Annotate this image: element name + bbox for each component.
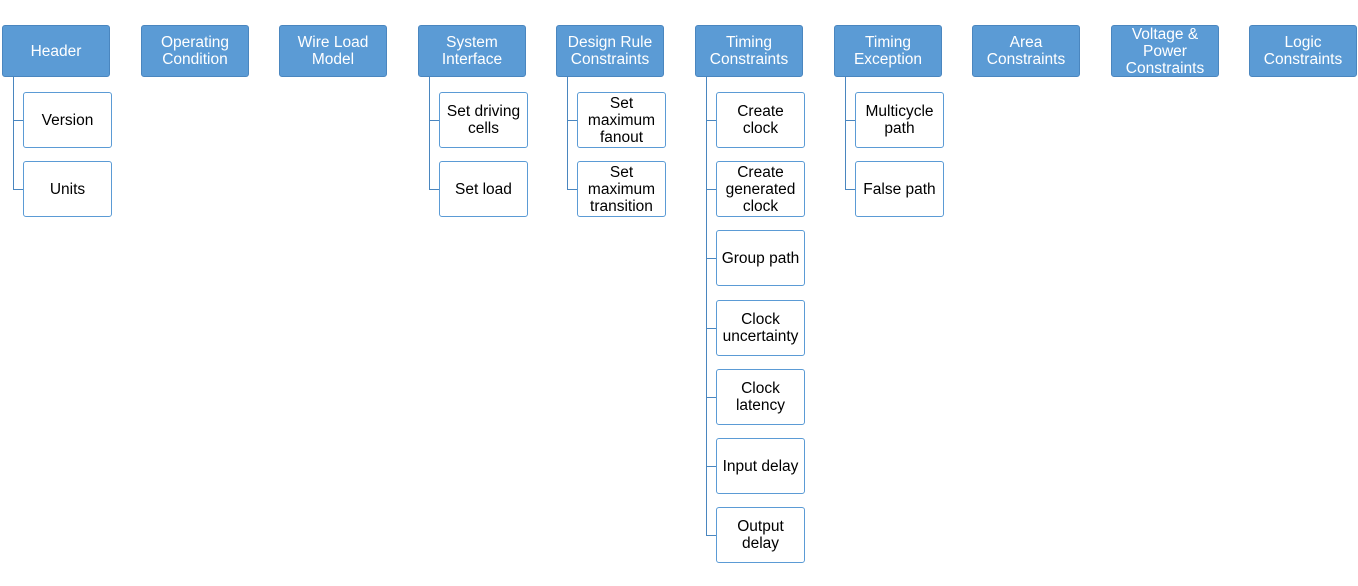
connector-branch [13,120,23,121]
connector-branch [706,397,716,398]
category-operating-condition[interactable]: Operating Condition [141,25,249,77]
connector-branch [429,189,439,190]
connector-line [13,77,14,189]
item-set-maximum-transition[interactable]: Set maximum transition [577,161,666,217]
item-set-load[interactable]: Set load [439,161,528,217]
connector-branch [706,328,716,329]
item-input-delay[interactable]: Input delay [716,438,805,494]
item-clock-uncertainty[interactable]: Clock uncertainty [716,300,805,356]
category-timing-constraints[interactable]: Timing Constraints [695,25,803,77]
connector-branch [845,120,855,121]
connector-branch [706,466,716,467]
item-multicycle-path[interactable]: Multicycle path [855,92,944,148]
item-set-driving-cells[interactable]: Set driving cells [439,92,528,148]
item-create-clock[interactable]: Create clock [716,92,805,148]
item-set-maximum-fanout[interactable]: Set maximum fanout [577,92,666,148]
connector-branch [706,189,716,190]
item-false-path[interactable]: False path [855,161,944,217]
connector-branch [706,120,716,121]
connector-branch [706,258,716,259]
connector-branch [567,120,577,121]
category-logic-constraints[interactable]: Logic Constraints [1249,25,1357,77]
item-create-generated-clock[interactable]: Create generated clock [716,161,805,217]
connector-branch [845,189,855,190]
connector-branch [13,189,23,190]
connector-branch [567,189,577,190]
category-system-interface[interactable]: System Interface [418,25,526,77]
item-clock-latency[interactable]: Clock latency [716,369,805,425]
category-header[interactable]: Header [2,25,110,77]
connector-line [845,77,846,189]
item-output-delay[interactable]: Output delay [716,507,805,563]
item-version[interactable]: Version [23,92,112,148]
connector-line [706,77,707,535]
connector-line [429,77,430,189]
category-voltage-and-power-constraints[interactable]: Voltage & Power Constraints [1111,25,1219,77]
category-design-rule-constraints[interactable]: Design Rule Constraints [556,25,664,77]
connector-line [567,77,568,189]
category-wire-load-model[interactable]: Wire Load Model [279,25,387,77]
item-units[interactable]: Units [23,161,112,217]
category-area-constraints[interactable]: Area Constraints [972,25,1080,77]
connector-branch [706,535,716,536]
category-timing-exception[interactable]: Timing Exception [834,25,942,77]
connector-branch [429,120,439,121]
item-group-path[interactable]: Group path [716,230,805,286]
